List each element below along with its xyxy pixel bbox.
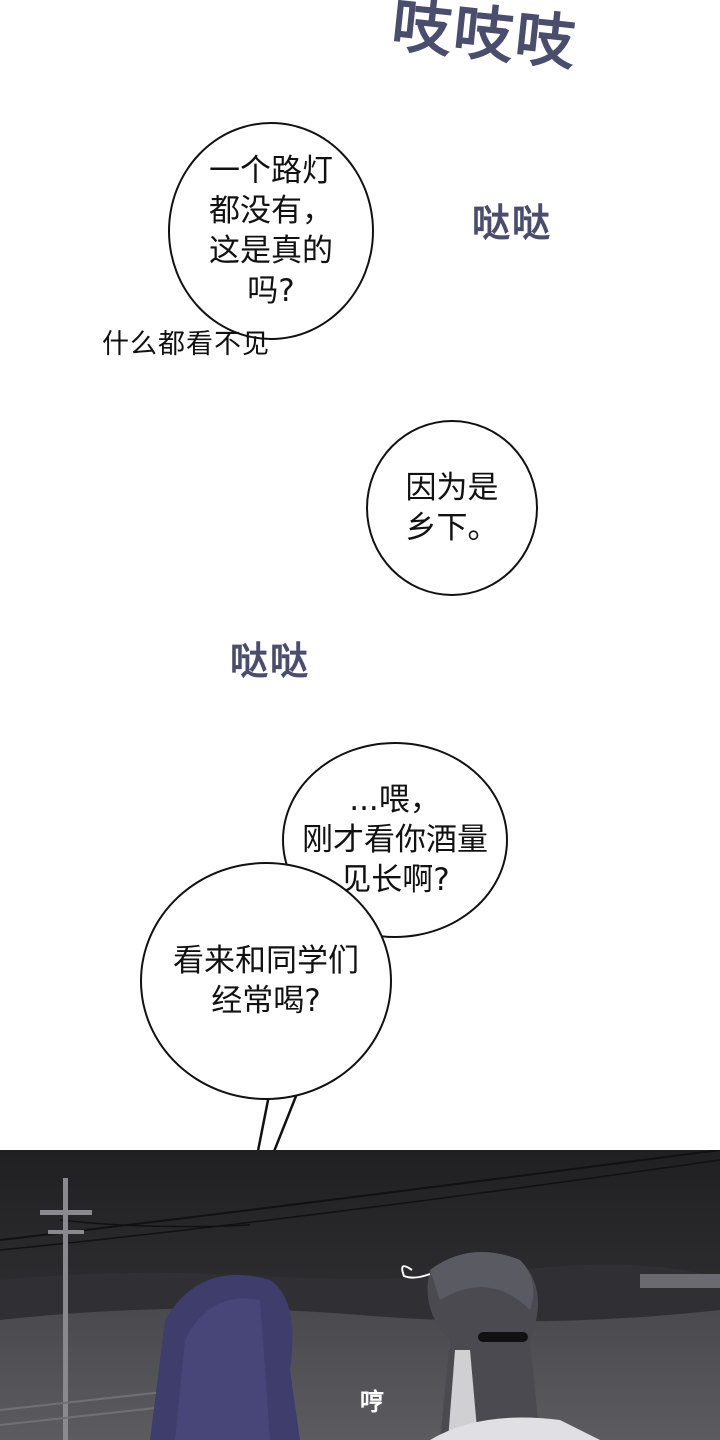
sfx-steps-1: 哒哒: [472, 201, 553, 245]
speech-text-3: ...喂， 刚才看你酒量 见长啊?: [302, 782, 488, 898]
sfx-creak: 吱吱吱: [388, 0, 581, 80]
speech-text-1: 一个路灯 都没有， 这是真的 吗?: [209, 153, 333, 309]
speech-text-2: 因为是 乡下。: [405, 470, 499, 546]
speech-bubble-2: 因为是 乡下。: [366, 420, 538, 596]
sfx-steps-2: 哒哒: [230, 639, 311, 683]
speech-bubble-1: 一个路灯 都没有， 这是真的 吗?: [168, 122, 374, 340]
night-scene-illustration: 哼: [0, 1150, 720, 1440]
speech-bubble-4: 看来和同学们 经常喝?: [140, 862, 392, 1100]
speech-bubble-3: ...喂， 刚才看你酒量 见长啊?: [282, 742, 508, 938]
free-text: 什么都看不见: [102, 329, 270, 360]
sfx-hum: 哼: [360, 1388, 384, 1416]
speech-text-4: 看来和同学们 经常喝?: [173, 943, 359, 1019]
